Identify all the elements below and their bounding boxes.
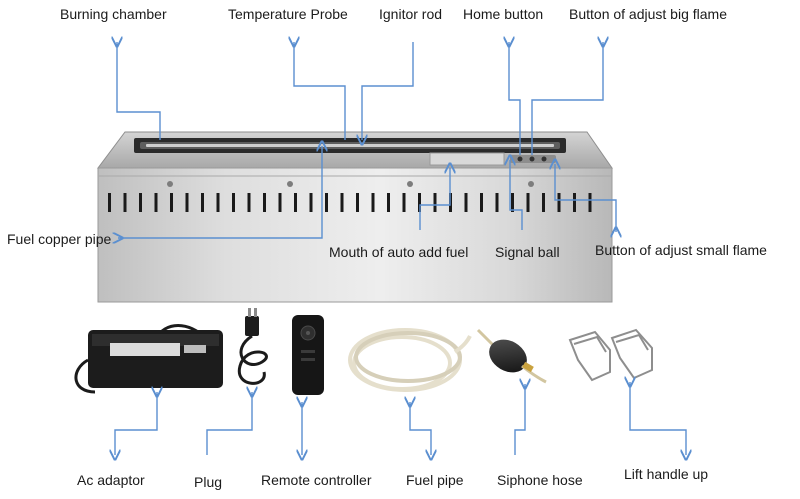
- burner-body: [97, 131, 613, 303]
- vent-slot: [154, 193, 158, 212]
- label-burning-chamber: Burning chamber: [60, 6, 167, 22]
- siphone-hose-illustration: [476, 328, 547, 384]
- label-signal-ball: Signal ball: [495, 244, 560, 260]
- label-fuel-copper-pipe: Fuel copper pipe: [7, 231, 112, 247]
- label-ac-adaptor: Ac adaptor: [77, 472, 145, 488]
- label-big-flame-button: Button of adjust big flame: [569, 6, 727, 22]
- label-temperature-probe: Temperature Probe: [228, 6, 348, 22]
- vent-slot: [433, 193, 437, 212]
- vent-slot: [325, 193, 328, 212]
- vent-slot: [309, 193, 313, 212]
- ac-adaptor-illustration: [74, 324, 223, 394]
- label-auto-add-fuel: Mouth of auto add fuel: [329, 244, 469, 260]
- label-ignitor-rod: Ignitor rod: [379, 6, 443, 22]
- remote-illustration: [292, 315, 324, 395]
- callout-lines: [115, 42, 686, 455]
- vent-slot: [573, 193, 576, 212]
- vent-slot: [232, 193, 235, 212]
- vent-slot: [263, 193, 266, 212]
- vent-slot: [247, 193, 251, 212]
- home-button-dot: [517, 156, 523, 162]
- vent-slot: [123, 193, 127, 212]
- vent-slot: [402, 193, 406, 212]
- vent-slot: [108, 193, 111, 212]
- vent-slot: [464, 193, 468, 212]
- vent-slot: [356, 193, 359, 212]
- vent-slot: [340, 193, 344, 212]
- vent-slot: [387, 193, 390, 212]
- label-small-flame-button: Button of adjust small flame: [595, 242, 767, 258]
- vent-slot: [588, 193, 592, 212]
- vent-slot: [278, 193, 282, 212]
- burner-front-panel: [97, 167, 613, 303]
- vent-slot: [139, 193, 142, 212]
- vent-slot: [542, 193, 545, 212]
- fuel-pipe-illustration: [348, 328, 472, 392]
- small-flame-button-dot: [541, 156, 547, 162]
- vent-slot: [511, 193, 514, 212]
- vent-slot: [480, 193, 483, 212]
- vent-slot: [201, 193, 204, 212]
- label-fuel-pipe: Fuel pipe: [406, 472, 464, 488]
- big-flame-button-dot: [529, 156, 535, 162]
- vent-slot: [371, 193, 375, 212]
- vent-slot: [495, 193, 499, 212]
- vent-slot: [185, 193, 189, 212]
- vent-slot: [170, 193, 173, 212]
- label-remote-controller: Remote controller: [261, 472, 372, 488]
- vent-slot: [216, 193, 220, 212]
- vent-slot: [526, 193, 530, 212]
- vent-slot: [418, 193, 421, 212]
- label-siphone-hose: Siphone hose: [497, 472, 583, 488]
- refuel-lid: [429, 152, 505, 166]
- label-home-button: Home button: [463, 6, 544, 22]
- label-plug: Plug: [194, 474, 223, 490]
- plug-illustration: [237, 308, 268, 385]
- vent-slot: [294, 193, 297, 212]
- vent-slot: [557, 193, 561, 212]
- label-lift-handle-up: Lift handle up: [624, 466, 709, 482]
- lift-handle-illustration: [568, 328, 653, 382]
